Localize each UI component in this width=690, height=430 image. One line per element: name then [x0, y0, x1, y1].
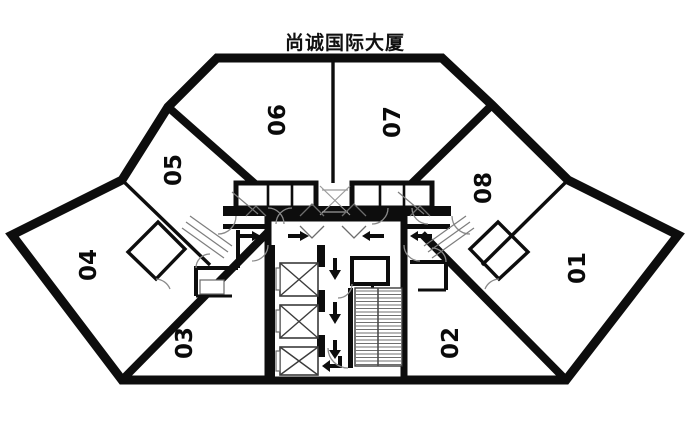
wall-07-08	[402, 102, 495, 193]
unit-label-01: 01	[565, 252, 591, 284]
elevator-jamb-1	[317, 245, 325, 267]
elevator-3-door	[275, 350, 281, 372]
wall-03-04	[119, 229, 271, 383]
arrow-left-lobby-1	[362, 231, 384, 241]
stair-wall-left	[348, 288, 353, 368]
service-room-right	[349, 180, 435, 211]
unit-label-05: 05	[161, 154, 187, 186]
unit-label-08: 08	[471, 172, 497, 204]
elevator-3-x2	[279, 346, 319, 376]
service-rooms-upper	[233, 180, 435, 211]
arrow-turn-left	[322, 356, 342, 372]
vestibules	[125, 219, 531, 282]
unit-label-04: 04	[76, 249, 102, 281]
unit-label-06: 06	[265, 104, 291, 136]
elevator-shaft-wall	[268, 245, 275, 380]
vestibule-01	[467, 219, 531, 282]
elevator-1	[275, 262, 319, 297]
glazing-hatch	[181, 191, 475, 259]
elevator-1-door	[275, 267, 281, 291]
vestibule-04	[125, 219, 188, 282]
service-room-left	[233, 180, 319, 211]
unit-labels: 01 02 03 04 05 06 07 08	[76, 104, 591, 359]
service-room-partitions	[266, 183, 406, 208]
arrow-down-3	[329, 340, 341, 359]
wall-04-05	[120, 178, 212, 267]
arrow-right-lobby-1	[240, 231, 261, 241]
elevator-bank	[268, 245, 325, 380]
corridor-left-stub	[223, 224, 269, 229]
unit-label-02: 02	[438, 327, 464, 359]
corridor-doors	[245, 203, 431, 239]
corridor-right-stub	[404, 224, 450, 229]
stair-main	[348, 287, 403, 368]
elevator-2-x2	[279, 304, 319, 339]
elevator-2	[275, 304, 319, 339]
wall-05-06	[165, 104, 265, 193]
elevator-2-door	[275, 309, 281, 333]
elevator-1-x2	[279, 262, 319, 297]
arrow-down-1	[329, 258, 341, 280]
elevator-3	[275, 346, 319, 376]
elevator-jamb-2	[317, 290, 325, 312]
stair-landing-room	[350, 256, 390, 286]
fixture-left	[199, 279, 225, 295]
unit-label-07: 07	[380, 106, 406, 138]
arrow-left-lobby-2	[410, 231, 432, 241]
door-swings	[155, 207, 500, 369]
unit-label-03: 03	[172, 327, 198, 359]
shaft-hatch	[319, 185, 351, 216]
wall-08-01	[480, 178, 570, 267]
arrow-right-lobby-2	[288, 231, 309, 241]
page-title: 尚诚国际大厦	[284, 32, 405, 54]
corridor-top-wall	[223, 206, 451, 216]
elevator-jamb-3	[317, 335, 325, 357]
arrow-down-2	[329, 302, 341, 324]
